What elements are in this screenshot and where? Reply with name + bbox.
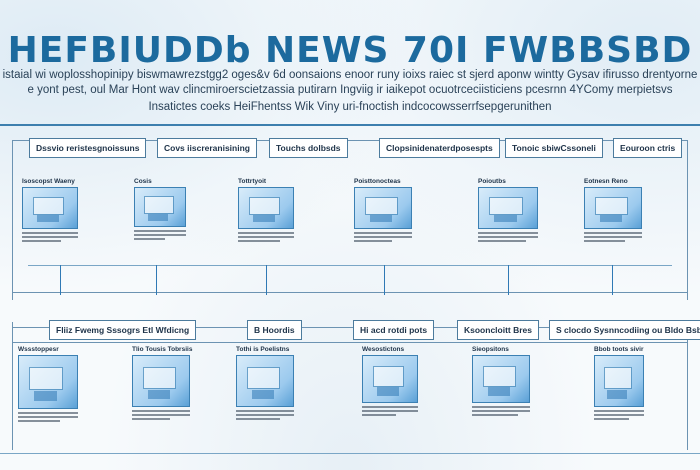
row-1-card-5-image (478, 187, 538, 229)
row-1-card-6-image (584, 187, 642, 229)
row-1-tick-2 (156, 265, 157, 295)
row-1-header-5: Tonoic sbiwCssoneli (505, 138, 603, 158)
row-1-card-5: Poioutbs (478, 178, 538, 244)
row-1-card-5-text (478, 232, 538, 242)
row-1-card-1: Isoscopst Waeny (22, 178, 78, 244)
row-2-card-6-text (594, 410, 644, 420)
row-1-header-2: Covs iiscreranisining (157, 138, 257, 158)
row-1-header-4: Clopsinidenaterdposespts (379, 138, 500, 158)
row-2-card-2-text (132, 410, 190, 420)
row-2-card-1: Wssstoppesr (18, 346, 78, 424)
row-1-card-3-caption: Tottrtyoit (238, 178, 267, 185)
row-1-tick-3 (266, 265, 267, 295)
page-title: HEFBIUDDb NEWS 70I FWBBSBD (7, 30, 693, 71)
row-2-card-2-image (132, 355, 190, 407)
row-2-card-1-caption: Wssstoppesr (18, 346, 59, 353)
row-2-card-5: Sieopsitons (472, 346, 530, 418)
row-1-card-2-image (134, 187, 186, 227)
row-1-tick-6 (612, 265, 613, 295)
row-2-header-3: Hi acd rotdi pots (353, 320, 435, 340)
row-2-card-2: Tlio Tousis Tobrsiis (132, 346, 193, 422)
row-2-card-4-image (362, 355, 418, 403)
row-2-card-4-text (362, 406, 418, 416)
row-1-card-2-caption: Cosis (134, 178, 152, 185)
row-1-timeline (28, 265, 672, 266)
row-2-header-5: S clocdo Sysnncodiing ou Bldo Bsbu (549, 320, 700, 340)
row-1-card-4: Poisttonocteas (354, 178, 412, 244)
row-1-header-1: Dssvio reristesgnoissuns (29, 138, 147, 158)
row-2-card-3-image (236, 355, 294, 407)
row-1-header-3: Touchs dolbsds (269, 138, 348, 158)
header-rule (0, 124, 700, 126)
row-1-card-6-text (584, 232, 642, 242)
row-2-card-1-text (18, 412, 78, 422)
row-2-header-1: Fliiz Fwemg Sssogrs Etl Wfdicng (49, 320, 197, 340)
row-1-card-5-caption: Poioutbs (478, 178, 506, 185)
row-1-card-6-caption: Eotnesn Reno (584, 178, 628, 185)
subtitle-line-2: e yont pest, oul Mar Hont wav clincmiroe… (27, 84, 673, 96)
row-1-tick-1 (60, 265, 61, 295)
row-1-header-6: Eouroon ctris (613, 138, 683, 158)
row-2-card-1-image (18, 355, 78, 409)
row-1-bottom-line (13, 292, 687, 293)
row-2-card-5-text (472, 406, 530, 416)
row-1-tick-4 (384, 265, 385, 295)
row-2-card-5-caption: Sieopsitons (472, 346, 509, 353)
row-1-card-1-caption: Isoscopst Waeny (22, 178, 75, 185)
row-1-card-1-image (22, 187, 78, 229)
row-2-card-2-caption: Tlio Tousis Tobrsiis (132, 346, 193, 353)
row-1-top-line (13, 140, 687, 141)
row-1-card-4-image (354, 187, 412, 229)
row-1-card-6: Eotnesn Reno (584, 178, 642, 244)
row-2-header-2: B Hoordis (247, 320, 302, 340)
row-2-card-3-text (236, 410, 294, 420)
row-2-card-4-caption: Wesostictons (362, 346, 405, 353)
row-2-card-6: Bbob toots sivir (594, 346, 644, 422)
row-2-card-5-image (472, 355, 530, 403)
row-2-card-6-caption: Bbob toots sivir (594, 346, 644, 353)
subtitle-line-1: istaial wi woplosshopinipy biswmawrezstg… (2, 69, 698, 81)
row-1-card-2-text (134, 230, 186, 240)
row-1-band: Dssvio reristesgnoissuns Covs iiscrerani… (12, 138, 688, 300)
footer-rule (0, 453, 700, 454)
row-2-band: Fliiz Fwemg Sssogrs Etl Wfdicng B Hoordi… (12, 320, 700, 450)
row-1-card-3-image (238, 187, 294, 229)
row-2-sub-line (13, 342, 687, 343)
row-1-tick-5 (508, 265, 509, 295)
row-2-card-3: Tothi is Poelistns (236, 346, 294, 422)
row-1-card-3-text (238, 232, 294, 242)
row-2-card-6-image (594, 355, 644, 407)
row-1-card-4-caption: Poisttonocteas (354, 178, 401, 185)
row-2-card-3-caption: Tothi is Poelistns (236, 346, 290, 353)
row-2-header-4: Ksooncloitt Bres (457, 320, 540, 340)
subtitle-line-3: Insatictes coeks HeiFhentss Wik Viny uri… (148, 101, 552, 113)
row-1-card-2: Cosis (134, 178, 186, 242)
row-2-top-line (13, 327, 687, 328)
row-1-card-4-text (354, 232, 412, 242)
row-1-card-1-text (22, 232, 78, 242)
row-1-card-3: Tottrtyoit (238, 178, 294, 244)
row-2-card-4: Wesostictons (362, 346, 418, 418)
